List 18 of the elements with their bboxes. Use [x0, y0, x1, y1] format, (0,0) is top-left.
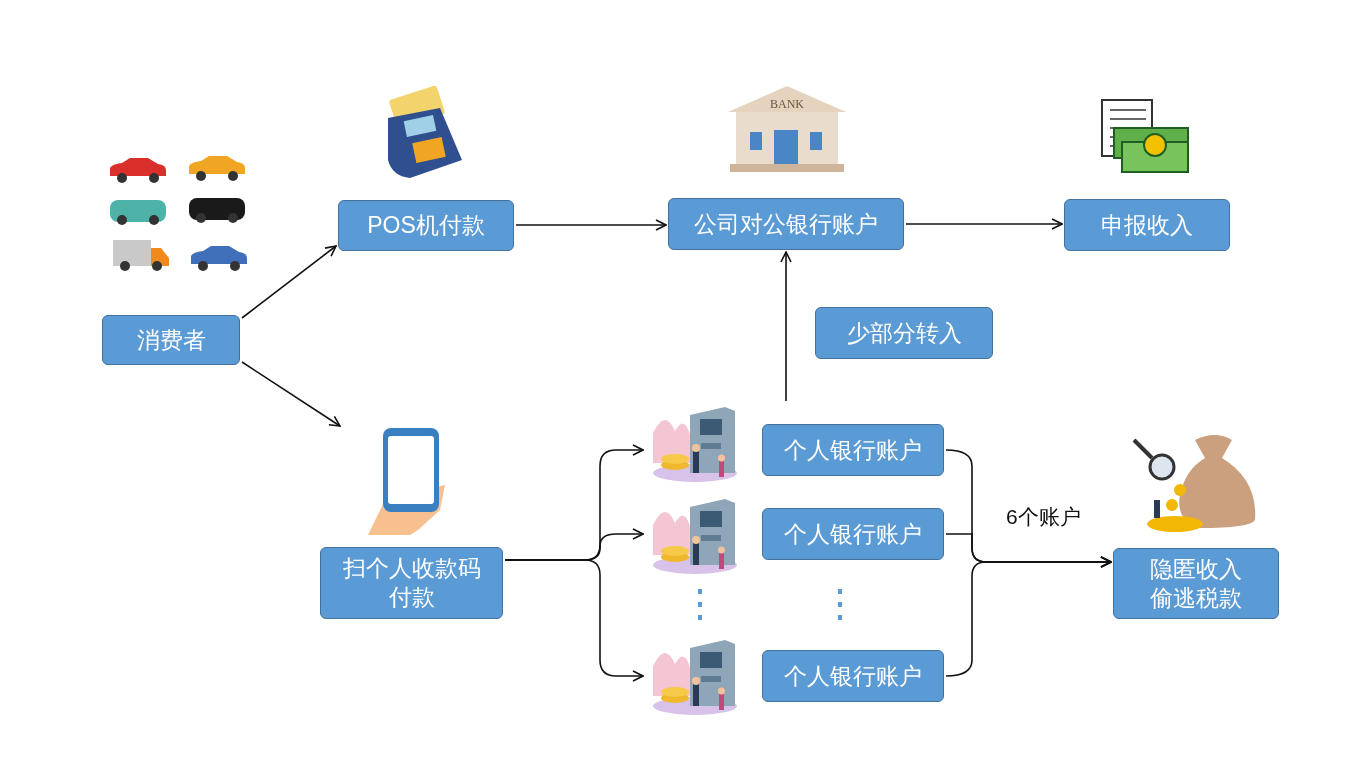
arrow: [241, 361, 341, 427]
bracket-arrow: [504, 559, 644, 682]
arrow: [780, 251, 792, 402]
process-box: 消费者: [102, 315, 240, 365]
arrow: [905, 218, 1063, 230]
process-box: 个人银行账户: [762, 424, 944, 476]
process-box: 申报收入: [1064, 199, 1230, 251]
process-box: 个人银行账户: [762, 508, 944, 560]
process-box: 公司对公银行账户: [668, 198, 904, 250]
process-box: 少部分转入: [815, 307, 993, 359]
bracket-arrow: [945, 556, 1112, 677]
process-box: 个人银行账户: [762, 650, 944, 702]
arrow: [515, 219, 667, 231]
process-box: 扫个人收款码付款: [320, 547, 503, 619]
sign-text: BANK: [770, 97, 804, 111]
process-box: 隐匿收入偷逃税款: [1113, 548, 1279, 619]
process-box: POS机付款: [338, 200, 514, 251]
arrow: [241, 245, 337, 319]
